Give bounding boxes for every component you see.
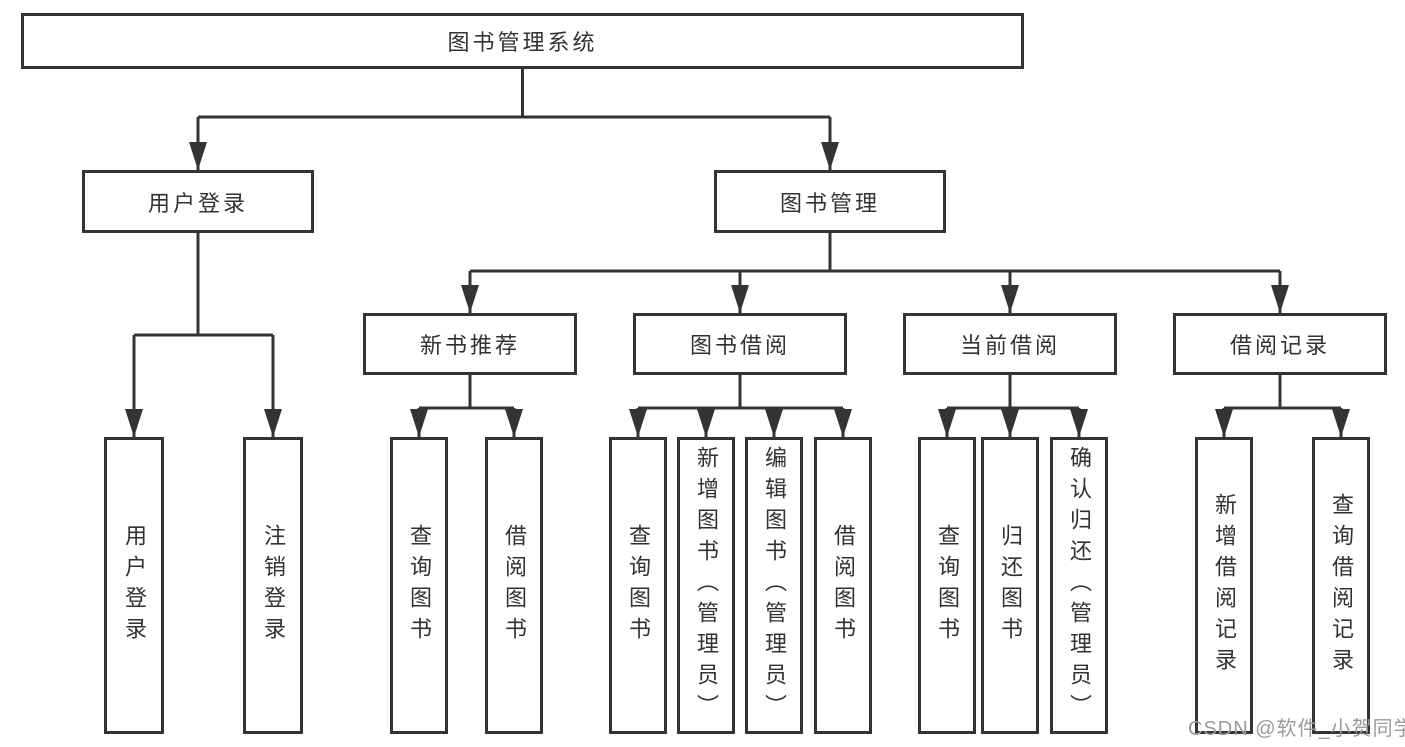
leaf-query-borrow-record: 查询借阅记录 xyxy=(1312,437,1370,734)
leaf-label: 查询图书 xyxy=(935,523,960,648)
rail-new-book xyxy=(419,375,514,410)
leaf-label: 新增借阅记录 xyxy=(1212,492,1237,679)
node-label: 当前借阅 xyxy=(959,333,1060,358)
leaf-add-book-admin: 新增图书（管理员） xyxy=(677,437,735,734)
leaf-confirm-return-admin: 确认归还（管理员） xyxy=(1050,437,1108,734)
csdn-watermark: CSDN @软件_小贺同学 xyxy=(1188,718,1405,740)
leaf-label: 归还图书 xyxy=(998,523,1023,648)
leaf-edit-book-admin: 编辑图书（管理员） xyxy=(745,437,803,734)
leaf-label: 新增图书（管理员） xyxy=(694,446,719,725)
leaf-query-book: 查询图书 xyxy=(609,437,667,734)
node-borrow-records: 借阅记录 xyxy=(1173,313,1387,375)
leaf-label: 注销登录 xyxy=(261,523,286,648)
node-label: 用户登录 xyxy=(147,190,248,216)
rail-book-mgmt xyxy=(470,233,1280,273)
leaf-logout: 注销登录 xyxy=(243,437,303,734)
leaf-query-book: 查询图书 xyxy=(918,437,976,734)
leaf-add-borrow-record: 新增借阅记录 xyxy=(1195,437,1253,734)
leaf-return-book: 归还图书 xyxy=(981,437,1039,734)
leaf-user-login: 用户登录 xyxy=(104,437,164,734)
node-current-borrow: 当前借阅 xyxy=(903,313,1117,375)
rail-records xyxy=(1224,375,1341,410)
leaf-label: 借阅图书 xyxy=(502,523,527,648)
node-new-book-recommend: 新书推荐 xyxy=(363,313,577,375)
leaf-borrow-book: 借阅图书 xyxy=(485,437,543,734)
leaf-label: 借阅图书 xyxy=(831,523,856,648)
leaf-borrow-book: 借阅图书 xyxy=(814,437,872,734)
leaf-label: 确认归还（管理员） xyxy=(1067,446,1092,725)
node-label: 借阅记录 xyxy=(1229,333,1330,358)
node-label: 新书推荐 xyxy=(419,333,520,358)
leaf-label: 用户登录 xyxy=(122,523,147,648)
rail-root xyxy=(198,69,830,119)
node-user-login: 用户登录 xyxy=(82,170,314,233)
node-book-borrow: 图书借阅 xyxy=(633,313,847,375)
rail-user-login xyxy=(134,233,273,337)
leaf-label: 查询图书 xyxy=(407,523,432,648)
rail-borrow xyxy=(638,375,843,410)
node-root-system: 图书管理系统 xyxy=(21,13,1024,69)
leaf-label: 查询图书 xyxy=(626,523,651,648)
leaf-label: 编辑图书（管理员） xyxy=(762,446,787,725)
node-label: 图书管理系统 xyxy=(447,30,598,55)
node-label: 图书借阅 xyxy=(689,333,790,358)
leaf-label: 查询借阅记录 xyxy=(1329,492,1354,679)
rail-current xyxy=(947,375,1079,410)
node-book-management: 图书管理 xyxy=(714,170,946,233)
leaf-query-book: 查询图书 xyxy=(390,437,448,734)
node-label: 图书管理 xyxy=(779,190,880,216)
